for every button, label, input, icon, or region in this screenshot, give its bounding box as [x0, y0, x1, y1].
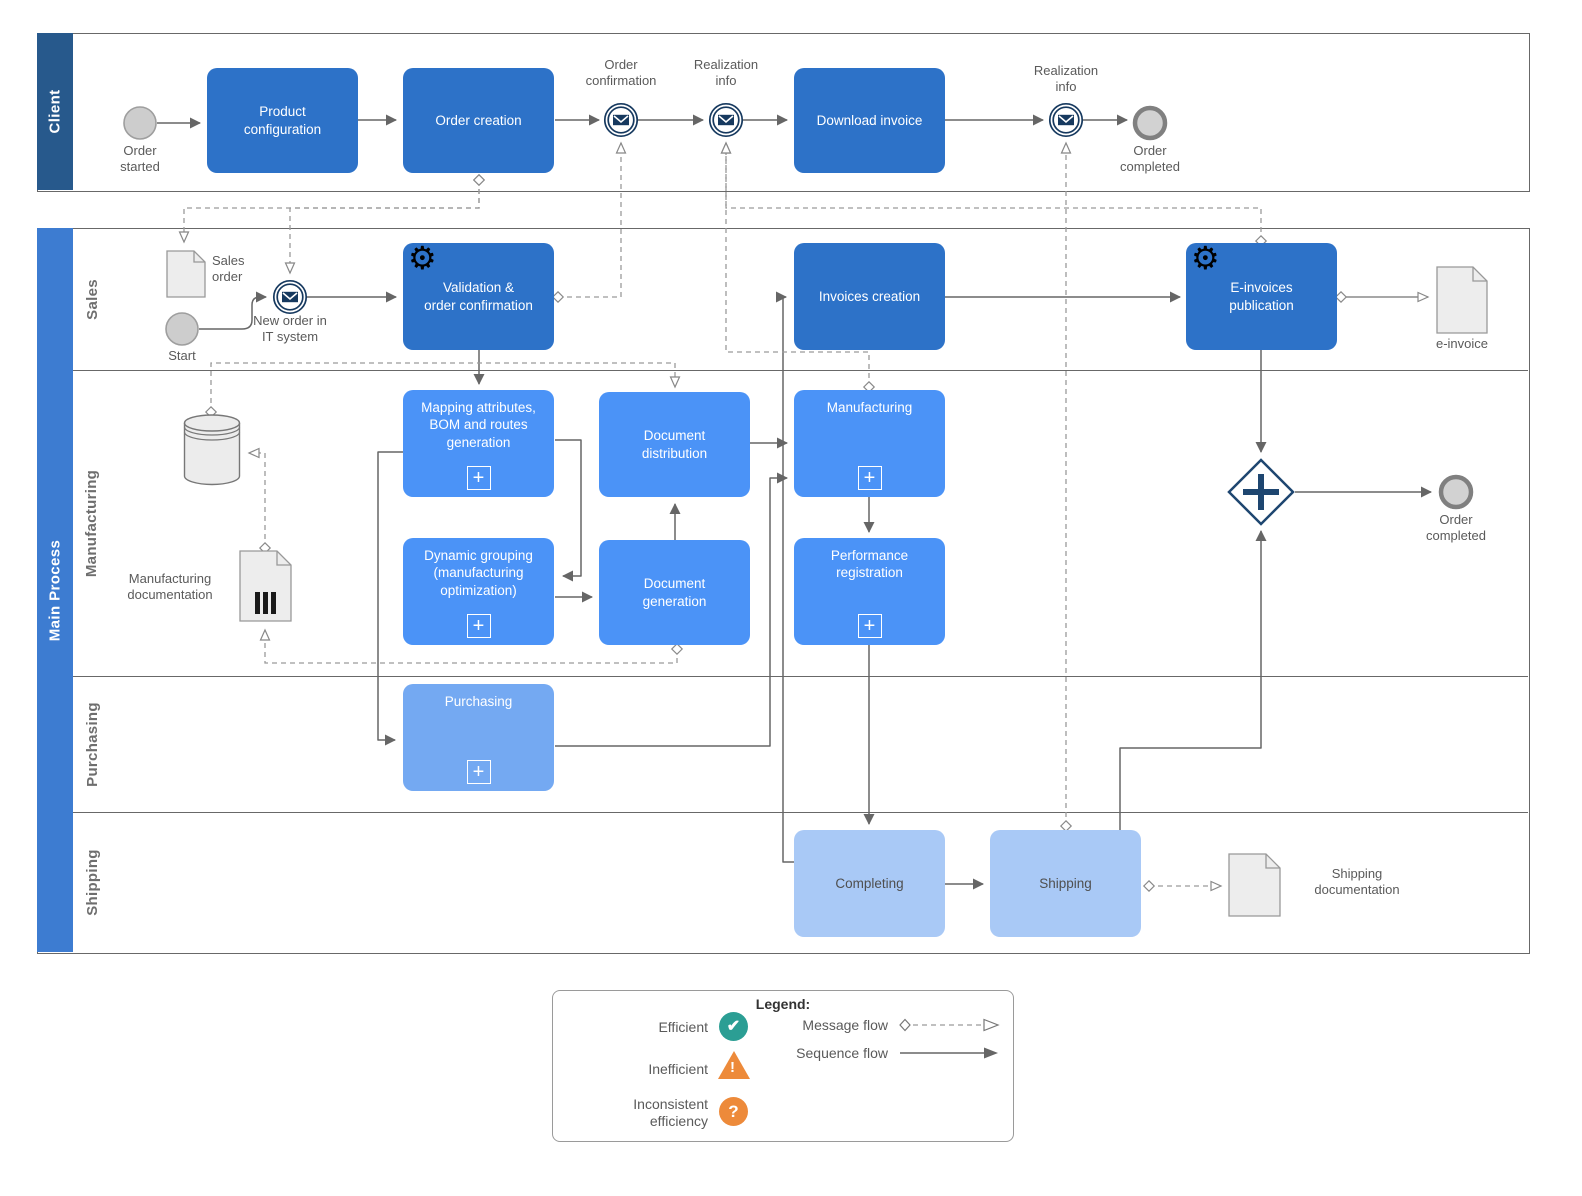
task-validation-order-confirmation[interactable]: ⚙ Validation & order confirmation — [403, 240, 554, 350]
start-event-order-started[interactable] — [123, 106, 157, 140]
pool-main-label: Main Process — [46, 539, 64, 641]
lane-sales: Sales — [83, 278, 101, 320]
label-shipping-documentation: Shipping documentation — [1314, 866, 1400, 897]
subprocess-plus-icon: + — [857, 614, 882, 638]
message-event-realization-info-2[interactable] — [1046, 100, 1086, 140]
label-realization-info-2: Realization info — [1033, 63, 1099, 94]
task-completing[interactable]: Completing — [794, 830, 945, 937]
legend-message-flow-label: Message flow — [802, 1017, 888, 1033]
label-realization-info-1: Realization info — [693, 57, 759, 88]
label-manufacturing-documentation: Manufacturing documentation — [127, 571, 213, 602]
subprocess-purchasing[interactable]: Purchasing + — [403, 684, 554, 791]
document-e-invoice[interactable] — [1436, 266, 1488, 334]
task-shipping[interactable]: Shipping — [990, 830, 1141, 937]
start-event-sales[interactable] — [165, 312, 199, 346]
pool-client-strip: Client — [37, 33, 73, 190]
task-download-invoice[interactable]: Download invoice — [794, 68, 945, 173]
pool-main-strip: Main Process — [37, 228, 73, 952]
message-event-order-confirmation[interactable] — [601, 100, 641, 140]
lane-purchasing: Purchasing — [83, 701, 101, 787]
lane-divider — [73, 370, 1528, 371]
label-new-order: New order in IT system — [253, 313, 327, 344]
subprocess-mapping-attributes[interactable]: Mapping attributes, BOM and routes gener… — [403, 390, 554, 497]
legend-inefficient-label: Inefficient — [648, 1061, 708, 1077]
lane-divider — [73, 676, 1528, 677]
database-icon[interactable] — [182, 413, 242, 487]
subprocess-plus-icon: + — [466, 466, 491, 490]
label-order-confirmation: Order confirmation — [585, 57, 657, 88]
pool-client-label: Client — [46, 89, 64, 134]
task-document-generation[interactable]: Document generation — [599, 540, 750, 645]
inconsistent-question-icon: ? — [719, 1097, 748, 1126]
label-order-completed-main: Order completed — [1426, 512, 1486, 543]
gear-icon: ⚙ — [1191, 240, 1220, 276]
document-sales-order[interactable] — [166, 250, 206, 298]
message-flow-sample — [899, 1018, 1000, 1032]
message-event-realization-info-1[interactable] — [706, 100, 746, 140]
label-order-started: Order started — [120, 143, 160, 174]
document-manufacturing-documentation[interactable] — [239, 550, 292, 622]
lane-shipping: Shipping — [83, 848, 101, 916]
lane-divider — [73, 812, 1528, 813]
legend-efficient-label: Efficient — [658, 1019, 708, 1035]
message-event-new-order[interactable] — [270, 277, 310, 317]
subprocess-plus-icon: + — [466, 760, 491, 784]
subprocess-plus-icon: + — [857, 466, 882, 490]
task-invoices-creation[interactable]: Invoices creation — [794, 243, 945, 350]
legend: Legend: Efficient ✔ Inefficient ! Incons… — [552, 990, 1014, 1142]
label-sales-order: Sales order — [212, 253, 245, 284]
legend-inconsistent-label: Inconsistent efficiency — [633, 1096, 708, 1129]
task-e-invoices-publication[interactable]: ⚙ E-invoices publication — [1186, 240, 1337, 350]
legend-title: Legend: — [755, 996, 811, 1012]
gear-icon: ⚙ — [408, 240, 437, 276]
task-product-configuration[interactable]: Product configuration — [207, 68, 358, 173]
label-e-invoice: e-invoice — [1435, 336, 1489, 351]
sequence-flow-sample — [900, 1047, 998, 1059]
label-order-completed-client: Order completed — [1120, 143, 1180, 174]
subprocess-plus-icon: + — [466, 614, 491, 638]
parallel-gateway[interactable] — [1227, 458, 1295, 526]
document-shipping-documentation[interactable] — [1228, 853, 1281, 917]
efficient-check-icon: ✔ — [719, 1012, 748, 1041]
subprocess-manufacturing[interactable]: Manufacturing + — [794, 390, 945, 497]
end-event-order-completed-main[interactable] — [1437, 473, 1475, 511]
subprocess-performance-registration[interactable]: Performance registration + — [794, 538, 945, 645]
lane-manufacturing: Manufacturing — [83, 469, 101, 577]
label-start: Start — [168, 348, 196, 363]
end-event-order-completed-client[interactable] — [1131, 104, 1169, 142]
task-document-distribution[interactable]: Document distribution — [599, 392, 750, 497]
task-order-creation[interactable]: Order creation — [403, 68, 554, 173]
inefficient-warning-icon: ! — [718, 1051, 750, 1079]
subprocess-dynamic-grouping[interactable]: Dynamic grouping (manufacturing optimiza… — [403, 538, 554, 645]
legend-sequence-flow-label: Sequence flow — [796, 1045, 888, 1061]
